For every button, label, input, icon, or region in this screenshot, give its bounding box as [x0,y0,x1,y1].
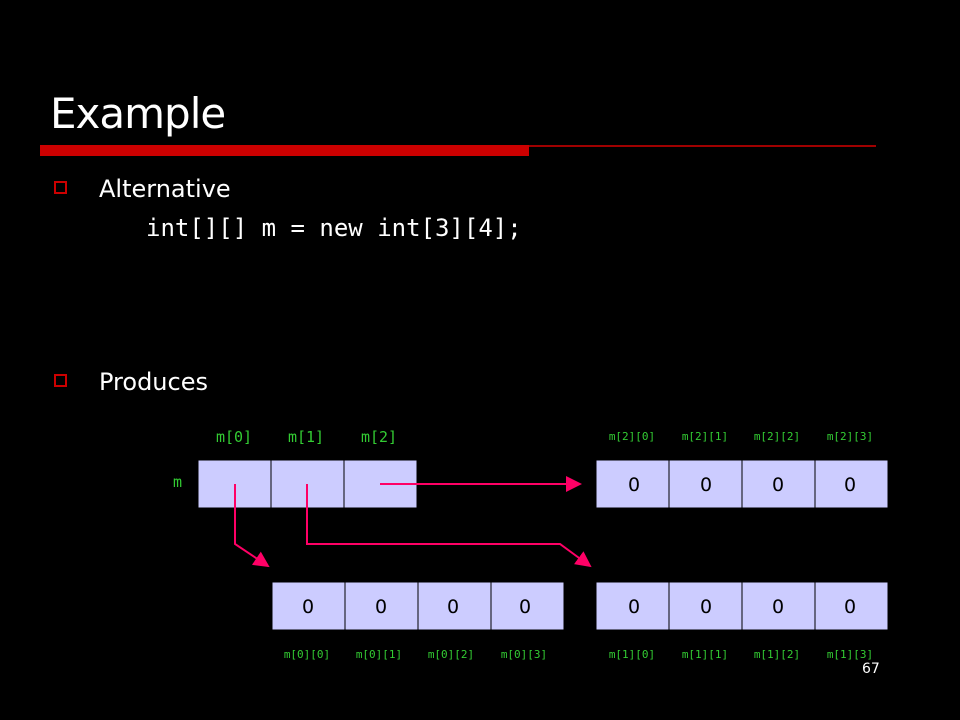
pointer-arrow-m1 [306,484,592,568]
row2-cell [668,459,743,509]
row0-cell [344,581,419,631]
element-index-label: m[2][0] [609,430,655,443]
element-index-label: m[0][2] [428,648,474,661]
row1-cell [668,581,743,631]
element-index-label: m[1][3] [827,648,873,661]
row1-cell [741,581,816,631]
row1-cell-value: 0 [700,596,712,618]
bullet-square-icon [54,181,67,194]
element-index-label: m[2][2] [754,430,800,443]
row2-cell [595,459,670,509]
element-index-label: m[2][1] [682,430,728,443]
element-index-label: m[1][0] [609,648,655,661]
element-index-label: m[2][3] [827,430,873,443]
row2-cell-value: 0 [844,474,856,496]
row0-cell [271,581,346,631]
row2-cell-value: 0 [772,474,784,496]
outer-index-label: m[2] [361,428,397,446]
bullet-produces: Produces [99,368,208,396]
title-underline-thin [529,145,876,147]
element-index-label: m[0][1] [356,648,402,661]
row1-cell-value: 0 [844,596,856,618]
slide-title: Example [50,89,226,138]
row0-cell [490,581,565,631]
row1-cell-value: 0 [772,596,784,618]
row0-cell-value: 0 [375,596,387,618]
row0-cell [417,581,492,631]
row2-cell-value: 0 [628,474,640,496]
row1-cell-value: 0 [628,596,640,618]
row1-cell [814,581,889,631]
element-index-label: m[1][2] [754,648,800,661]
element-index-label: m[0][0] [284,648,330,661]
element-index-label: m[1][1] [682,648,728,661]
bullet-alternative: Alternative [99,175,231,203]
row0-cell-value: 0 [447,596,459,618]
row1-cell [595,581,670,631]
element-index-label: m[0][3] [501,648,547,661]
title-underline-thick [40,145,529,156]
row2-cell [741,459,816,509]
variable-label: m [173,473,182,491]
outer-index-label: m[1] [288,428,324,446]
row0-cell-value: 0 [519,596,531,618]
row2-cell [814,459,889,509]
pointer-arrow-m0 [234,484,270,568]
row0-cell-value: 0 [302,596,314,618]
page-number: 67 [862,661,880,677]
code-statement: int[][] m = new int[3][4]; [146,214,522,242]
bullet-square-icon [54,374,67,387]
row2-cell-value: 0 [700,474,712,496]
outer-index-label: m[0] [216,428,252,446]
